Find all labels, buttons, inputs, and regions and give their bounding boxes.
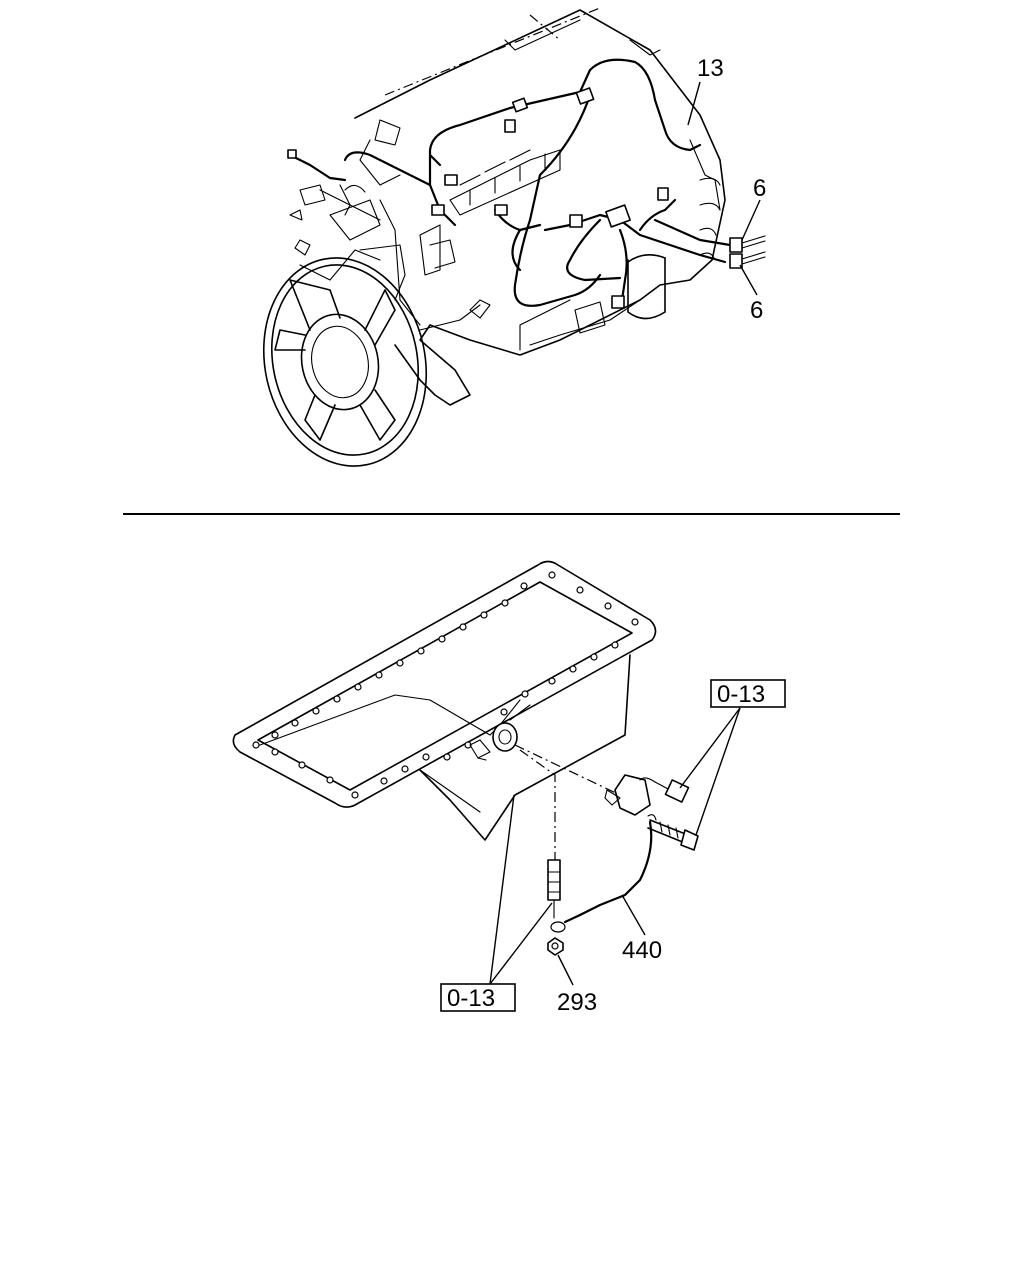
flange-bolt-holes [252,571,639,799]
callout-6-upper-text: 6 [753,175,766,202]
callout-harness: 13 [687,55,724,126]
callout-connector-lower: 6 [739,264,763,324]
callout-ref-right: 0-13 [679,679,786,836]
callout-293-text: 293 [557,989,597,1016]
callout-6-lower-text: 6 [750,297,763,324]
engine-assembly [262,7,766,467]
callout-13-text: 13 [697,55,724,82]
ref-left-text: 0-13 [447,985,495,1012]
ref-right-text: 0-13 [717,681,765,708]
callout-connector-upper: 6 [741,175,766,241]
oil-pan-assembly [232,560,699,956]
callout-nut: 293 [557,954,597,1016]
callout-ref-left: 0-13 [440,794,553,1012]
callout-wire: 440 [621,894,662,964]
callout-440-text: 440 [622,937,662,964]
